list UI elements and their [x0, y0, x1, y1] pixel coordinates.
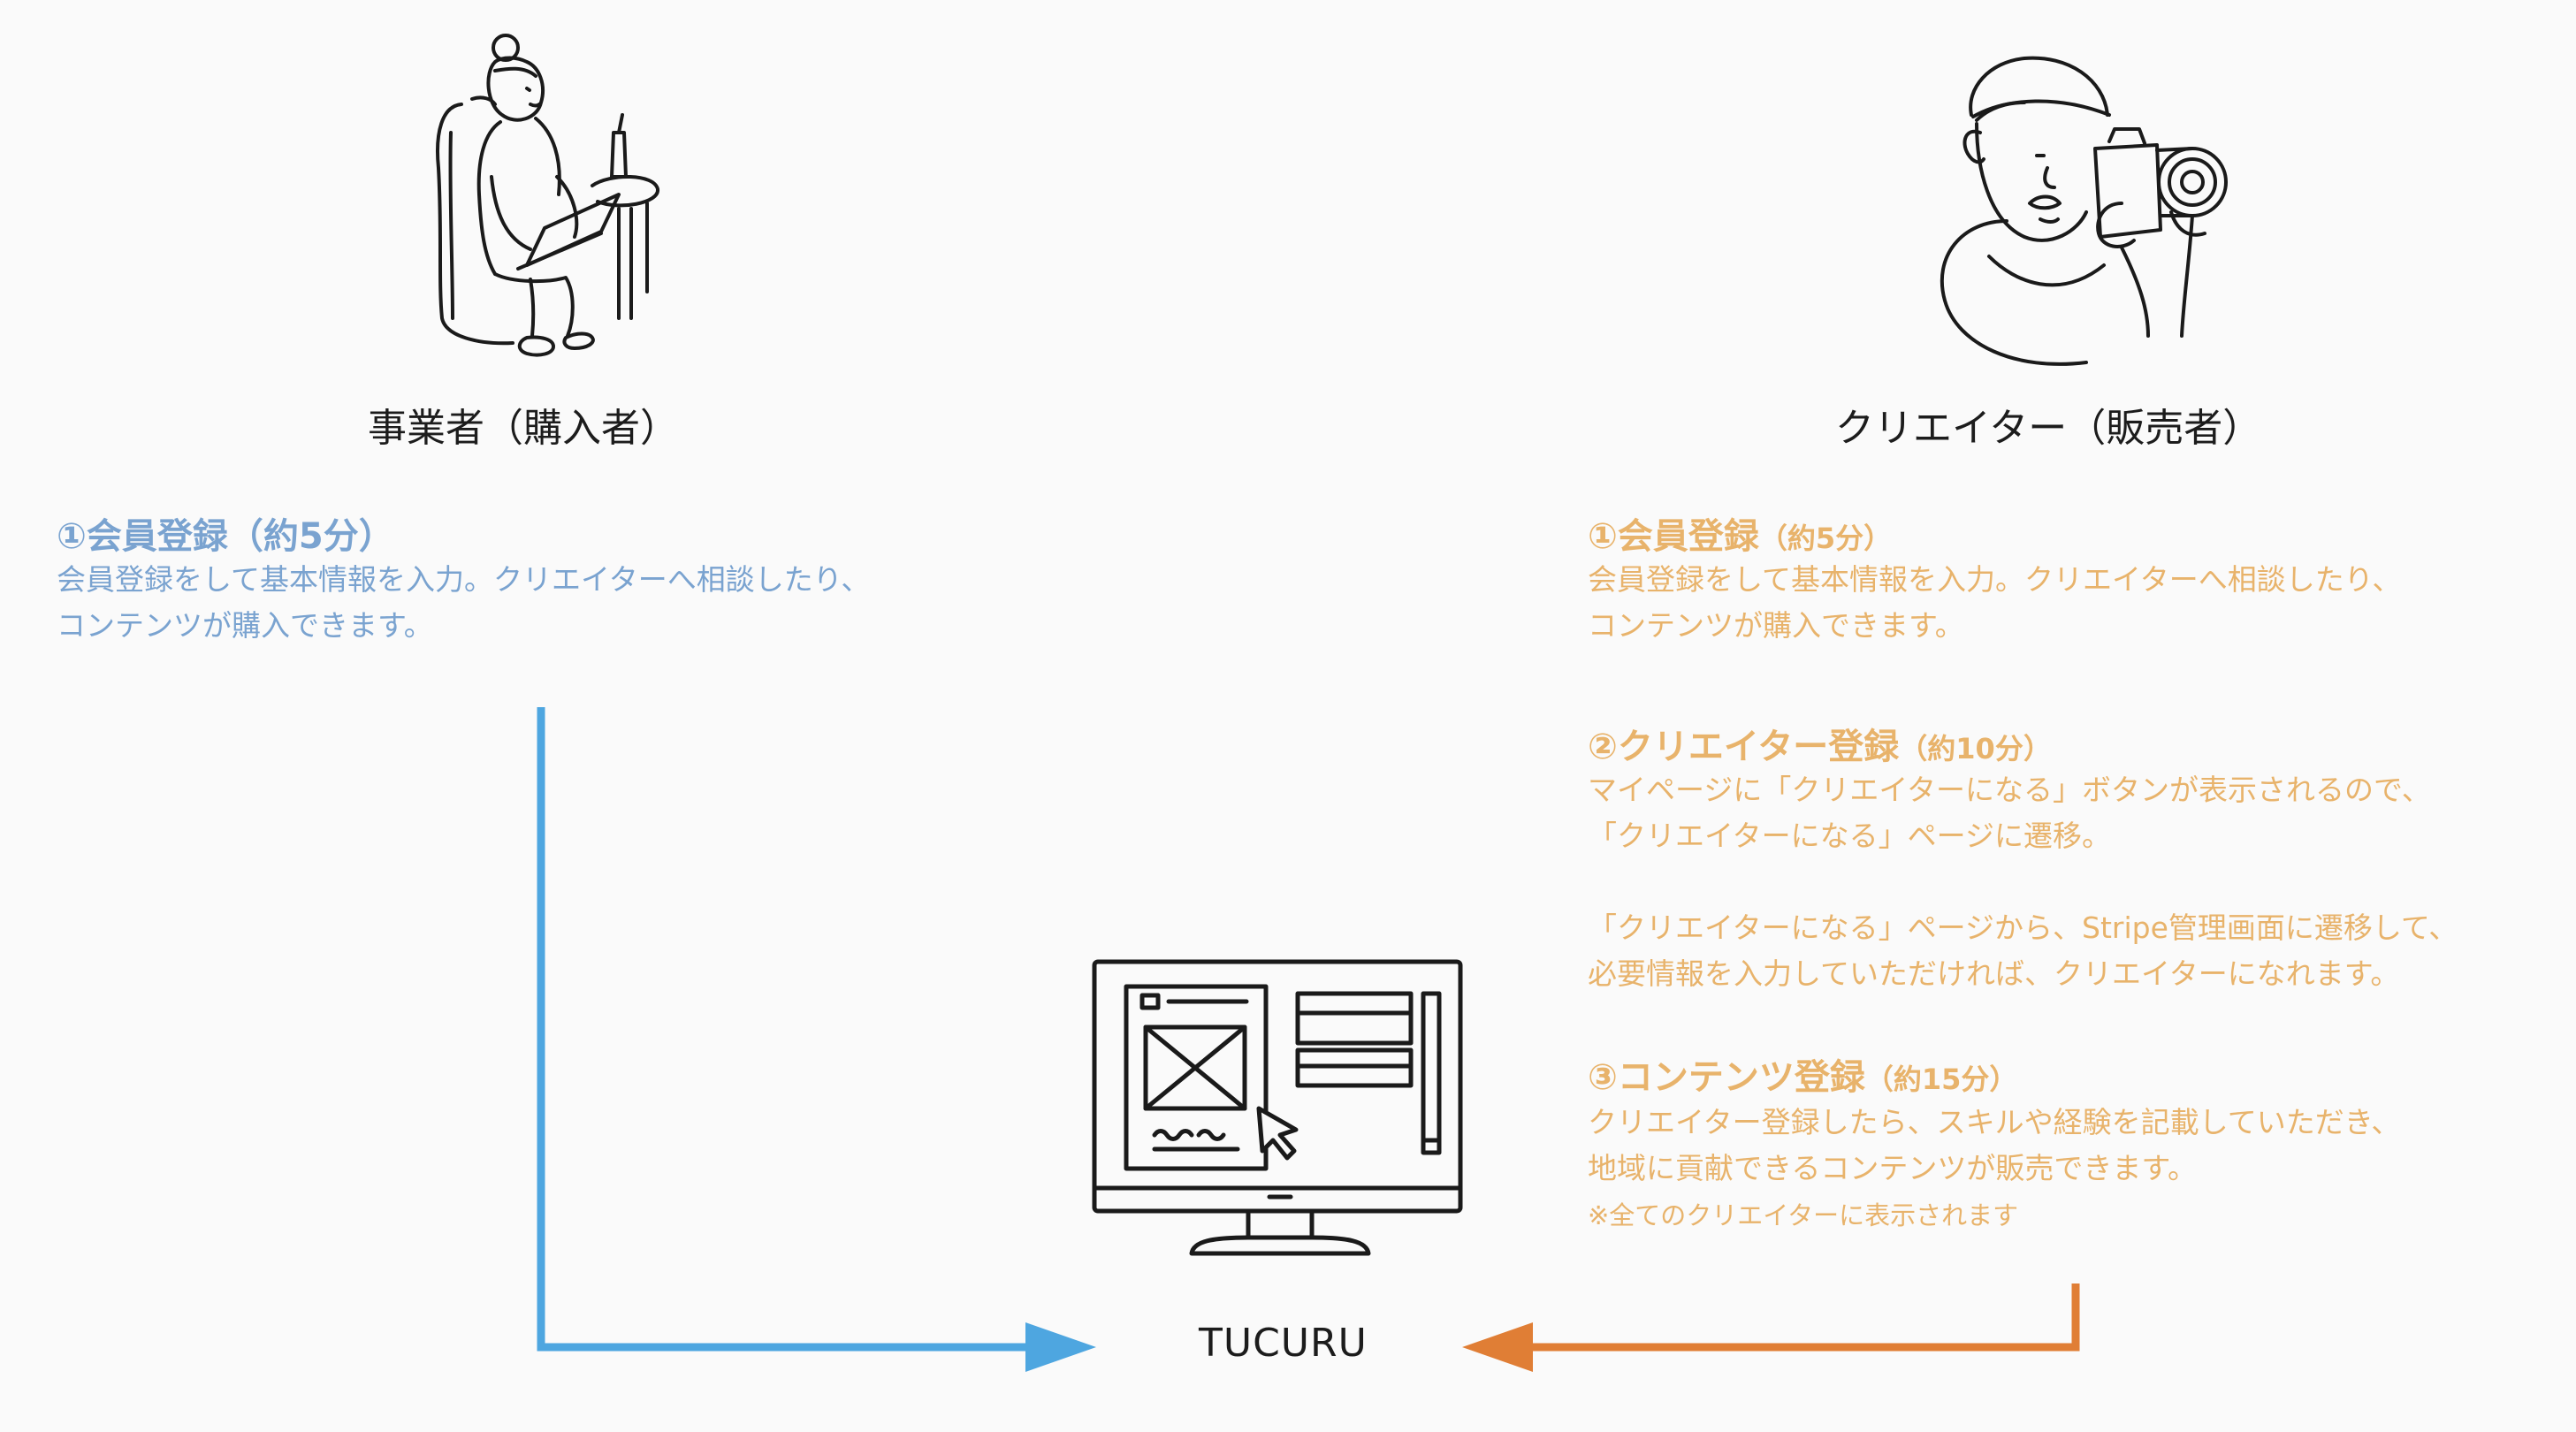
- creator-step2-duration: （約10分）: [1899, 732, 2052, 766]
- woman-with-laptop-icon: [436, 34, 659, 357]
- buyer-step1-line: コンテンツが購入できます。: [57, 608, 433, 643]
- creator-step3-duration: （約15分）: [1864, 1063, 2018, 1096]
- creator-step2-line: 「クリエイターになる」ページに遷移。: [1588, 819, 2112, 853]
- creator-flow-arrow: [1462, 1283, 2080, 1372]
- creator-step3-description: クリエイター登録したら、スキルや経験を記載していただき、 地域に貢献できるコンテ…: [1588, 1100, 2400, 1192]
- creator-step1-description: 会員登録をして基本情報を入力。クリエイターへ相談したり、 コンテンツが購入できま…: [1588, 557, 2401, 649]
- creator-step1-heading: ①会員登録: [1588, 516, 1759, 557]
- buyer-step1-line: 会員登録をして基本情報を入力。クリエイターへ相談したり、: [57, 562, 871, 597]
- creator-step3-title: ③コンテンツ登録（約15分）: [1588, 1048, 2017, 1100]
- buyer-flow-arrow: [537, 707, 1096, 1372]
- creator-step1-line: コンテンツが購入できます。: [1588, 608, 1964, 643]
- creator-step3-heading: ③コンテンツ登録: [1588, 1057, 1865, 1098]
- buyer-role-label: 事業者（購入者）: [368, 406, 679, 451]
- creator-step3-line: 地域に貢献できるコンテンツが販売できます。: [1588, 1151, 2198, 1185]
- creator-role-label: クリエイター（販売者）: [1835, 406, 2262, 451]
- creator-step2-heading: ②クリエイター登録: [1588, 727, 1900, 767]
- man-with-camera-icon: [1940, 56, 2228, 366]
- creator-step2-description-b: 「クリエイターになる」ページから、Stripe管理画面に遷移して、 必要情報を入…: [1588, 905, 2458, 997]
- creator-step2-description-a: マイページに「クリエイターになる」ボタンが表示されるので、 「クリエイターになる…: [1588, 767, 2431, 859]
- creator-step1-title: ①会員登録（約5分）: [1588, 507, 1892, 559]
- creator-step2-line: 「クリエイターになる」ページから、Stripe管理画面に遷移して、: [1588, 910, 2458, 945]
- creator-step2-line: マイページに「クリエイターになる」ボタンが表示されるので、: [1588, 773, 2431, 807]
- creator-step3-note: ※全てのクリエイターに表示されます: [1588, 1200, 2019, 1230]
- computer-monitor-icon: [1092, 959, 1463, 1256]
- creator-step1-duration: （約5分）: [1758, 522, 1893, 555]
- creator-step2-line: 必要情報を入力していただければ、クリエイターになれます。: [1588, 956, 2400, 991]
- creator-step1-line: 会員登録をして基本情報を入力。クリエイターへ相談したり、: [1588, 562, 2402, 597]
- creator-step3-line: クリエイター登録したら、スキルや経験を記載していただき、: [1588, 1105, 2401, 1139]
- platform-label: TUCURU: [1199, 1321, 1368, 1366]
- creator-step2-title: ②クリエイター登録（約10分）: [1588, 718, 2052, 769]
- buyer-step1-title: ①会員登録（約5分）: [57, 516, 394, 557]
- buyer-step1-description: 会員登録をして基本情報を入力。クリエイターへ相談したり、 コンテンツが購入できま…: [57, 557, 870, 649]
